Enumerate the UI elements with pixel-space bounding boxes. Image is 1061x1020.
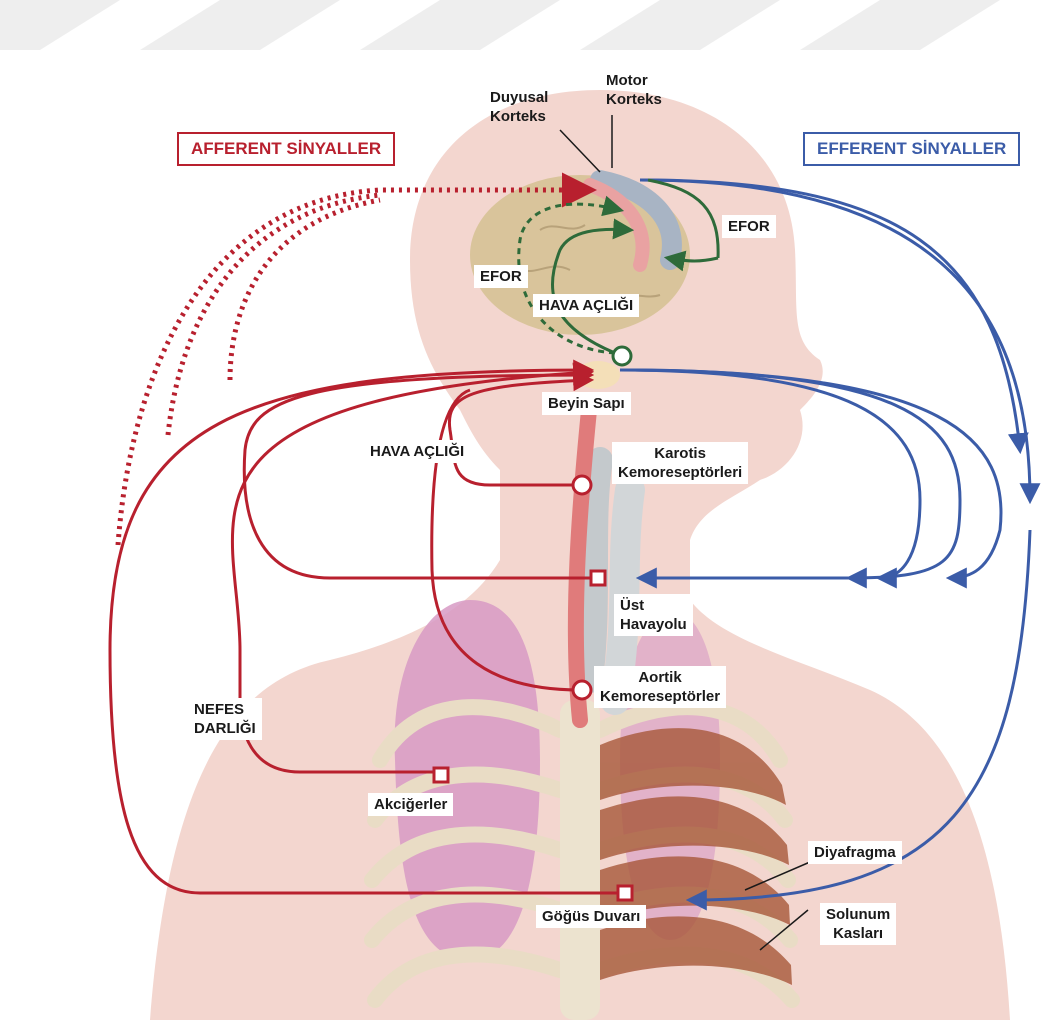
lungs-label: Akciğerler [368, 793, 453, 816]
efferent-signals-header: EFFERENT SİNYALLER [803, 132, 1020, 166]
brainstem-effort-node [613, 347, 631, 365]
carotid-chemoreceptors-label: Karotis Kemoreseptörleri [612, 442, 748, 484]
sensory-cortex-label: Duyusal Korteks [490, 88, 548, 126]
carotid-receptor-marker [573, 476, 591, 494]
respiratory-muscles-label: Solunum Kasları [820, 903, 896, 945]
motor-cortex-label: Motor Korteks [606, 71, 662, 109]
effort-right-label: EFOR [722, 215, 776, 238]
afferent-signals-header: AFFERENT SİNYALLER [177, 132, 395, 166]
effort-left-label: EFOR [474, 265, 528, 288]
chest-wall-marker [618, 886, 632, 900]
chest-wall-label: Göğüs Duvarı [536, 905, 646, 928]
upper-airway-marker [591, 571, 605, 585]
brainstem-label: Beyin Sapı [542, 392, 631, 415]
diaphragm-label: Diyafragma [808, 841, 902, 864]
watermark-shapes [0, 0, 1000, 50]
aortic-receptor-marker [573, 681, 591, 699]
dyspnea-label: NEFES DARLIĞI [188, 698, 262, 740]
sternum [560, 700, 600, 1020]
air-hunger-left-label: HAVA AÇLIĞI [364, 440, 470, 463]
air-hunger-brain-label: HAVA AÇLIĞI [533, 294, 639, 317]
aortic-chemoreceptors-label: Aortik Kemoreseptörler [594, 666, 726, 708]
upper-airway-label: Üst Havayolu [614, 594, 693, 636]
lung-marker [434, 768, 448, 782]
